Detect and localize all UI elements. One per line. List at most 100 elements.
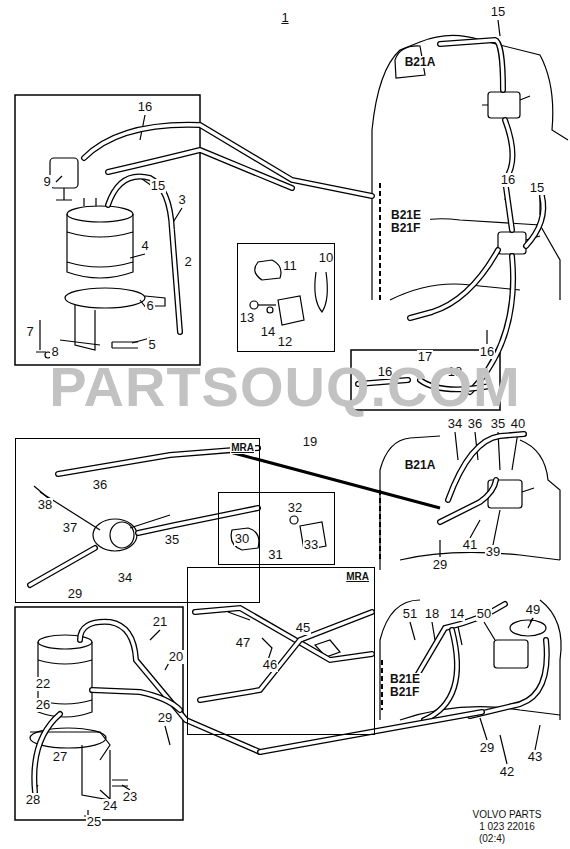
hose [440,480,496,522]
hose [200,612,372,700]
callout-number: 46 [262,658,278,672]
hose [138,508,258,533]
callout-number: 14 [260,325,276,339]
callout-number: 6 [145,299,154,313]
callout-number: 25 [86,815,102,829]
hose [195,608,372,660]
callout-number: 40 [510,417,526,431]
callout-number: 34 [447,417,463,431]
catalog-note: 1 023 22016 [478,822,536,833]
hose [92,690,180,710]
hose [80,622,260,752]
callout-number: 47 [235,636,251,650]
callout-number: 11 [282,259,298,273]
hose [84,125,372,196]
engine-label: B21A [404,459,437,472]
hose [470,640,547,716]
callout-number: 14 [449,607,465,621]
group-number: 31 [267,548,283,562]
callout-number: 24 [102,799,118,813]
callout-number: 2 [183,255,192,269]
callout-number: 45 [295,621,311,635]
callout-number: 29 [157,711,173,725]
hose [448,434,524,500]
callout-number: 41 [462,538,478,552]
inset-frame: 31 [218,492,335,565]
hose [138,508,258,533]
callout-number: 49 [525,603,541,617]
hose [108,150,292,188]
callout-number: 19 [302,435,318,449]
hose [440,480,496,522]
callout-number: 15 [529,181,545,195]
callout-number: 5 [147,338,156,352]
callout-number: 3 [177,193,186,207]
callout-number: 34 [117,571,133,585]
hose [200,612,372,700]
callout-number: 23 [122,790,138,804]
hose [58,448,258,474]
callout-number: 7 [25,325,34,339]
callout-number: 29 [67,587,83,601]
hose [108,177,180,332]
callout-number: 27 [52,750,68,764]
hose [92,690,180,710]
callout-number: 37 [62,521,78,535]
hose [440,40,503,90]
hose [30,548,95,585]
callout-number: 29 [479,741,495,755]
callout-number: 35 [164,533,180,547]
hose [260,712,482,752]
callout-number: 51 [402,607,418,621]
hose [526,196,543,246]
callout-number: 36 [467,417,483,431]
variant-tag: MRA [230,443,255,454]
callout-number: 43 [527,750,543,764]
inset-frame: MRA [15,438,260,603]
catalog-note: VOLVO PARTS [472,810,543,821]
hose [260,712,482,752]
callout-number: 13 [239,311,255,325]
hose [80,622,260,752]
callout-number: 36 [92,478,108,492]
hose [195,608,372,660]
callout-number: 15 [490,5,506,19]
callout-number: 16 [500,173,516,187]
callout-number: 35 [490,417,506,431]
hose [448,434,524,500]
hose [84,125,372,196]
callout-number: 21 [152,615,168,629]
hose [108,150,292,188]
callout-number: 32 [287,501,303,515]
callout-number: 15 [150,179,166,193]
callout-number: 30 [234,532,250,546]
callout-number: 33 [303,538,319,552]
hose [440,40,503,90]
callout-number: 26 [35,698,51,712]
callout-number: 42 [499,765,515,779]
inset-frame: MRA [187,567,375,735]
hose [410,250,498,318]
variant-tag: MRA [345,572,370,583]
callout-number: 20 [168,650,184,664]
callout-number: 9 [42,175,51,189]
hose [410,250,498,318]
group-number: 1 [280,11,289,25]
callout-number: 39 [485,545,501,559]
engine-label: B21A [404,56,437,69]
callout-number: 4 [140,239,149,253]
hose [58,448,258,474]
callout-number: 16 [137,100,153,114]
engine-label: B21E B21F [390,209,430,234]
hose [526,196,543,246]
hose [470,640,547,716]
callout-number: 22 [35,677,51,691]
callout-number: 50 [476,607,492,621]
callout-number: 28 [25,793,41,807]
catalog-note: (02:4) [478,834,506,845]
group-number: 12 [277,335,293,349]
watermark: PARTSOUQ.COM [49,358,520,417]
